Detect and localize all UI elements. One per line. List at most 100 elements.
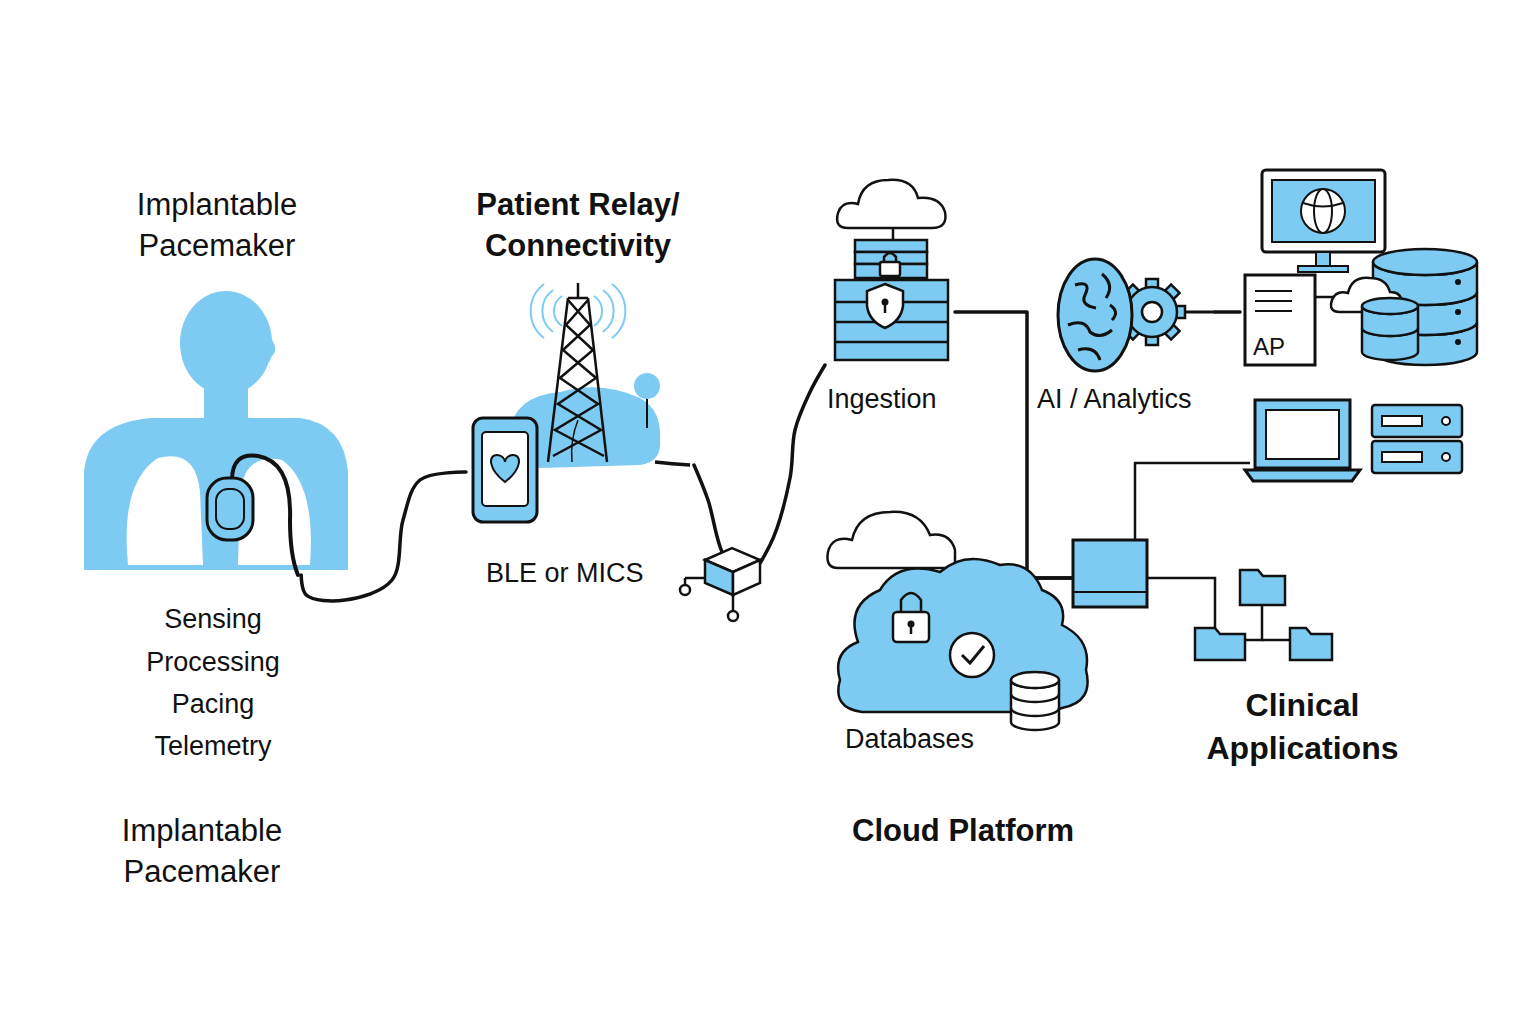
cell-tower-part [568,297,588,300]
pacemaker-device-part [207,478,253,540]
database-cloud-part [910,626,913,634]
clinical-wiring-part [1135,463,1250,540]
ap-computer-part [1255,290,1292,292]
text-slot: Cloud Platform [852,810,1074,851]
clinical-server-part [1372,405,1462,437]
clinical-wiring-part [1147,578,1215,628]
node-label: Patient Relay/ Connectivity [466,184,690,266]
clinical-server [1372,405,1462,473]
clinical-hub-part [1073,591,1147,593]
diagram-node: Implantable Pacemaker [82,184,356,575]
ingestion-server-part [884,304,887,313]
relay-phone-part [473,418,537,522]
diagram-node: AI / Analytics [1035,250,1215,420]
pacemaker-device-part [216,489,244,529]
node-label: Implantable Pacemaker [82,184,352,266]
connector-wire [955,312,1073,578]
clinical-folders-part [1240,570,1285,605]
analytics-brain [1058,259,1132,371]
ap-computer-part [1272,180,1375,242]
cell-tower-part [577,283,580,298]
analytics-brain-part [1102,274,1110,298]
clinical-laptop-part [1245,470,1360,481]
network-router-part [728,611,738,621]
radio-waves-part [603,290,614,332]
patient-figure-part [84,418,348,570]
text-slot: Ingestion [827,382,937,418]
node-label: AP [1253,331,1285,363]
clinical-server-part [1372,441,1462,473]
text-slot: Implantable Pacemaker [82,184,352,266]
clinical-folders [1195,570,1332,660]
ap-computer-part [1255,300,1292,302]
analytics-brain-part [1058,259,1132,371]
node-label: BLE or MICS [486,556,644,592]
patient-figure [84,291,348,570]
ap-computer-part [1255,310,1292,312]
analytics-gear-part [1127,287,1177,337]
node-label: AI / Analytics [1037,382,1192,418]
clinical-server-part [1382,452,1422,462]
text-slot: Processing [113,645,313,681]
diagram-node: AP [1240,165,1390,370]
relay-phone-part [482,432,528,506]
ap-computer-part [1245,275,1315,365]
analytics-brain-part [1110,305,1116,320]
clinical-server-part [1442,417,1450,425]
diagram-node: Clinical Applications [1073,420,1473,775]
network-router-part [732,595,735,610]
text-slot: AP [1253,331,1285,363]
text-slot: Telemetry [113,729,313,765]
ingestion-server-part [892,228,895,240]
text-slot: BLE or MICS [486,556,644,592]
storage-stack-part [1373,249,1477,275]
ingestion-server-part [867,284,903,328]
ap-computer-part [1301,189,1345,233]
database-cloud-part [1011,672,1059,688]
analytics-brain-part [1078,349,1100,360]
annotation-label: Telemetry [154,729,271,765]
ingestion-server-part [880,262,900,276]
ap-computer-part [1262,170,1385,252]
clinical-wiring-part [1262,639,1290,642]
patient-figure-part [127,456,203,565]
relay-ground-part [634,373,660,399]
network-router-part [680,585,690,595]
database-cloud-part [1011,708,1059,716]
node-label: Clinical Applications [1175,684,1430,769]
relay-phone [473,418,537,522]
storage-stack [1331,249,1477,365]
radio-waves [531,284,626,338]
radio-waves-part [612,284,625,338]
text-slot: Clinical Applications [1175,684,1430,769]
diagram-node: Patient Relay/ ConnectivityBLE or MICS [466,184,694,594]
clinical-folders-part [1195,628,1245,660]
annotation-label: Pacing [172,687,255,723]
patient-figure-part [268,335,275,372]
clinical-laptop-part [1266,410,1339,459]
ap-computer-part [1314,189,1332,233]
cell-tower [548,283,607,462]
database-cloud-part [901,593,921,612]
node-label: Databases [845,722,974,758]
database-cloud-part [962,646,984,663]
text-slot: AI / Analytics [1037,382,1192,418]
relay-phone-part [491,455,519,482]
relay-stub [655,462,690,465]
diagram-node: Ingestion [825,170,955,420]
annotation-label: Implantable Pacemaker [62,810,342,892]
radio-waves-part [554,296,562,326]
connector-wire [694,365,825,578]
text-slot: Patient Relay/ Connectivity [466,184,690,266]
text-slot: Sensing [113,602,313,638]
clinical-folders-part [1290,628,1332,660]
annotation-label: Processing [146,645,280,681]
database-cloud-part [950,633,994,677]
clinical-server-part [1382,416,1422,426]
relay-ground-part [646,398,648,428]
radio-waves-part [542,290,553,332]
ap-computer-part [1303,203,1343,207]
database-cloud-part [893,612,929,642]
text-slot: Pacing [113,687,313,723]
